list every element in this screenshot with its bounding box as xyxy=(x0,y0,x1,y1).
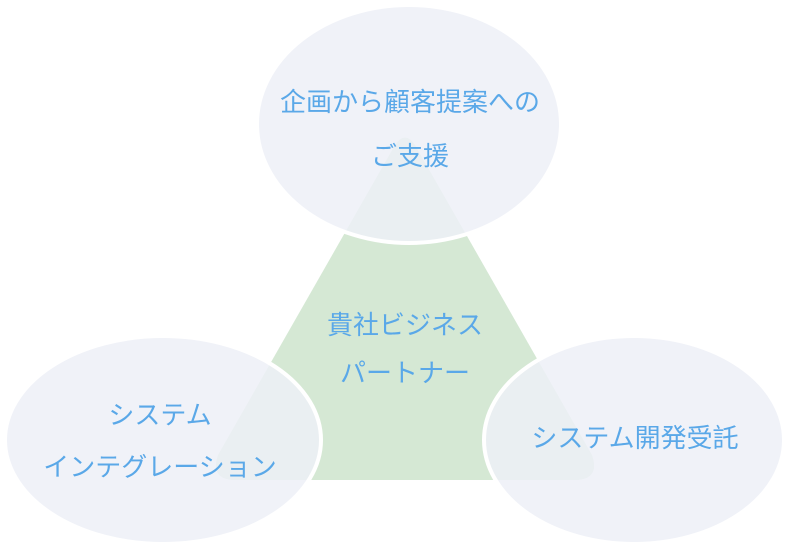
top-circle xyxy=(255,3,563,245)
left-node-label-line-1: システム xyxy=(108,401,212,431)
center-node-label-line-1: 貴社ビジネス xyxy=(326,311,483,341)
top-node-label-line-2: ご支援 xyxy=(370,142,449,172)
left-circle xyxy=(3,334,323,546)
left-node-label-line-2: インテグレーション xyxy=(43,453,277,483)
center-node-label: 貴社ビジネス パートナー xyxy=(290,302,520,398)
center-node-label-line-2: パートナー xyxy=(339,359,470,389)
left-node-label: システム インテグレーション xyxy=(10,390,310,494)
right-node-label-line-1: システム開発受託 xyxy=(531,424,739,454)
top-node-label-line-1: 企画から顧客提案への xyxy=(279,88,540,118)
top-node-label: 企画から顧客提案への ご支援 xyxy=(250,76,570,184)
right-node-label: システム開発受託 xyxy=(490,412,780,466)
right-circle xyxy=(482,334,786,546)
